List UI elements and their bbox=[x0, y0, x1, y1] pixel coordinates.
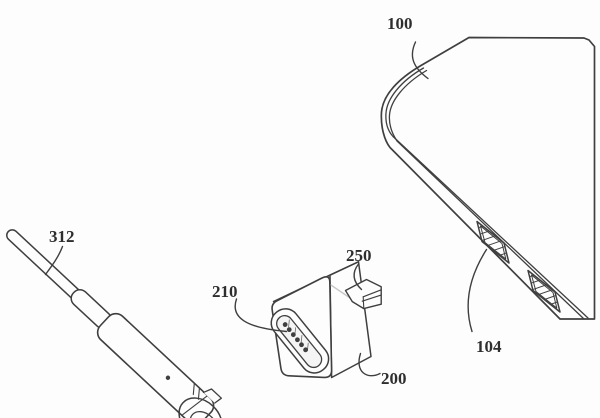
ref-label-104: 104 bbox=[476, 337, 502, 356]
laptop-housing-drawing bbox=[380, 36, 596, 320]
socket-contact-pins bbox=[282, 322, 308, 353]
leader-line-104 bbox=[467, 248, 488, 333]
adapter-socket bbox=[270, 308, 330, 374]
port-1-recess bbox=[480, 225, 507, 260]
leader-lines bbox=[44, 41, 488, 377]
leader-line-312 bbox=[44, 245, 64, 276]
ref-label-200: 200 bbox=[381, 369, 407, 388]
port-1-outline bbox=[476, 220, 510, 264]
ref-label-100: 100 bbox=[387, 14, 413, 33]
plug-end-cap-inner bbox=[189, 410, 218, 418]
ref-label-210: 210 bbox=[212, 282, 238, 301]
ref-label-250: 250 bbox=[346, 246, 372, 265]
reference-labels: 100 104 312 210 250 200 bbox=[49, 14, 502, 388]
plug-step-tab bbox=[202, 388, 223, 404]
connector-body bbox=[96, 312, 215, 418]
cable-connector-drawing bbox=[6, 229, 223, 418]
laptop-edge-lip-inner bbox=[388, 69, 585, 320]
adapter-right-face bbox=[329, 261, 372, 379]
plug-end-cap bbox=[178, 397, 223, 418]
laptop-outline bbox=[380, 36, 596, 320]
indicator-dot bbox=[165, 375, 171, 380]
leader-line-200 bbox=[358, 352, 381, 377]
ref-label-312: 312 bbox=[49, 227, 75, 246]
laptop-edge-lip-outer bbox=[385, 67, 589, 319]
leader-line-100 bbox=[411, 41, 429, 80]
leader-line-250 bbox=[353, 263, 363, 291]
adapter-output-plug bbox=[344, 278, 382, 310]
port-2-outline bbox=[527, 269, 561, 313]
leader-line-210 bbox=[234, 298, 288, 333]
adapter-drawing bbox=[270, 261, 382, 379]
port-2-recess bbox=[531, 274, 558, 309]
